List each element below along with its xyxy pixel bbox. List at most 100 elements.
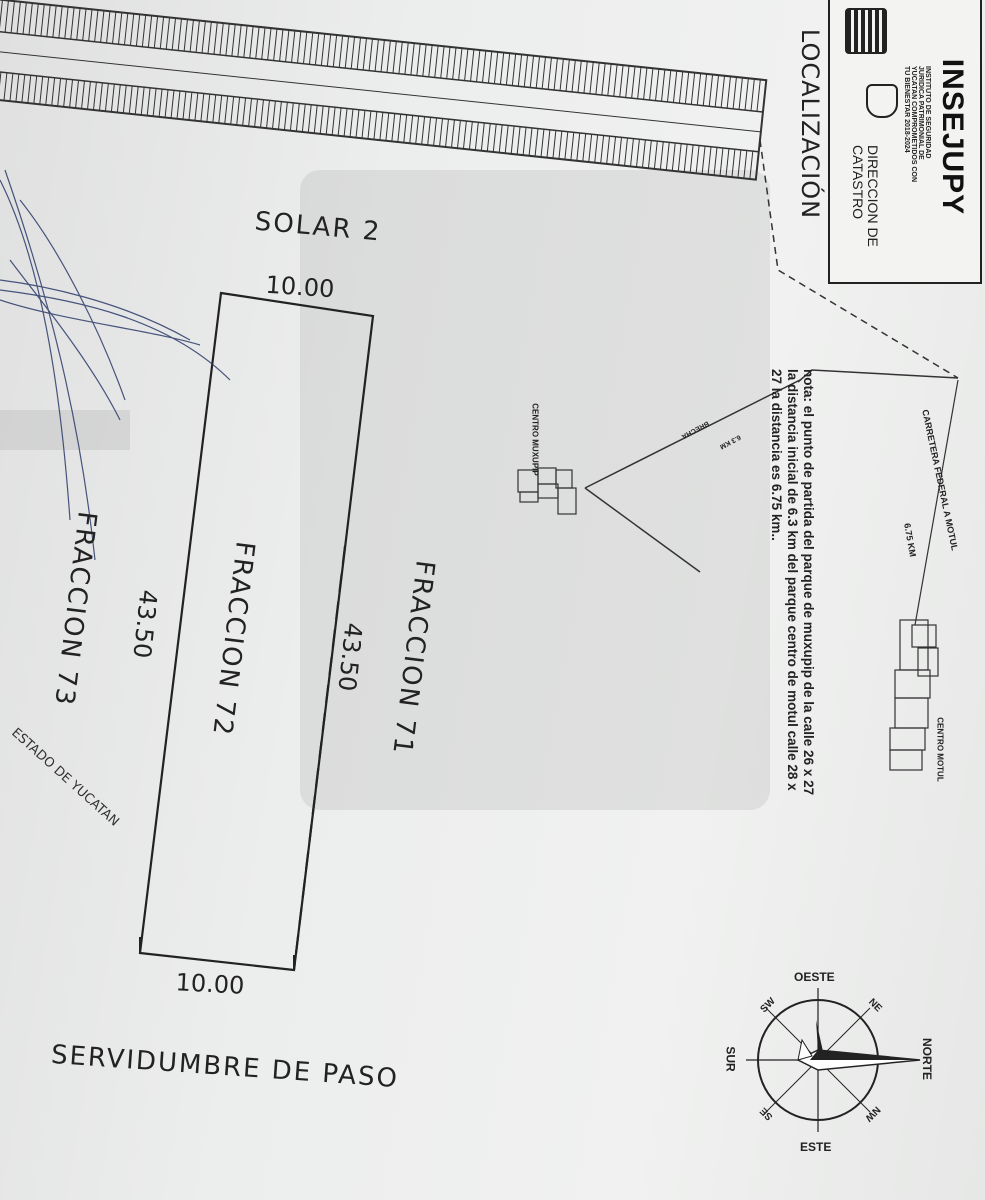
lot-line [486, 123, 491, 152]
lot-line [98, 82, 103, 111]
lot-line [552, 130, 557, 159]
lot-line [152, 88, 157, 117]
compass-east: ESTE [800, 1140, 832, 1154]
lot-line [660, 69, 666, 102]
lot-line [147, 15, 153, 48]
lot-line [0, 72, 2, 101]
lot-line [446, 46, 451, 79]
lot-line [100, 10, 105, 43]
lot-line [743, 150, 748, 179]
carretera-to-motul [914, 379, 959, 626]
lot-line [529, 55, 535, 88]
localizacion-title: LOCALIZACIÓN [796, 28, 824, 220]
lot-line [607, 63, 612, 96]
gov-logo-icon [845, 8, 887, 54]
lot-line [82, 8, 87, 41]
lot-line [677, 143, 682, 172]
lot-line [404, 42, 409, 75]
lot-line [135, 14, 141, 47]
lot-line [225, 23, 230, 56]
lot-line [619, 65, 624, 97]
lot-line [504, 125, 509, 154]
lot-line [76, 7, 81, 40]
lot-line [146, 87, 151, 116]
lot-line [249, 26, 254, 59]
lot-line [630, 138, 634, 167]
lot-line [332, 34, 338, 67]
lot-line [695, 145, 700, 174]
lot-line [380, 39, 385, 72]
lot-line [134, 86, 139, 115]
lot-line [63, 78, 68, 107]
lot-line [295, 103, 300, 132]
lot-line [391, 113, 396, 142]
lot-line [277, 101, 282, 130]
lot-line [671, 142, 676, 171]
lot-line [702, 73, 708, 106]
lot-line [70, 7, 75, 40]
lot-line [505, 53, 511, 86]
lot-line [398, 41, 403, 74]
lot-line [464, 48, 469, 81]
lot-line [756, 79, 761, 112]
compass-rose-icon [746, 988, 921, 1132]
lot-line [28, 2, 33, 35]
lot-line [678, 71, 684, 104]
lot-line [88, 9, 93, 42]
lot-line [283, 102, 288, 131]
motul-road [584, 487, 701, 573]
lot-line [635, 139, 640, 168]
lot-line [189, 19, 194, 52]
lot-line [248, 98, 253, 127]
location-note: nota: el punto de partida del parque de … [769, 369, 816, 796]
lot-line [267, 28, 272, 60]
lot-line [571, 60, 576, 92]
lot-line [367, 110, 372, 139]
lot-line [379, 112, 384, 141]
lot-line [194, 92, 199, 121]
lot-line [289, 102, 294, 131]
lot-line [696, 73, 702, 106]
lot-line [213, 22, 218, 55]
lot-line [421, 116, 426, 145]
lot-line [385, 112, 390, 141]
watermark [0, 170, 770, 810]
lot-line [123, 12, 129, 45]
lot-line [714, 75, 720, 108]
lot-line [481, 50, 487, 83]
lot-line [708, 74, 714, 107]
lot-line [726, 76, 731, 109]
lot-line [683, 144, 688, 173]
lot-line [4, 0, 9, 33]
lot-line [535, 56, 541, 89]
carretera-line [797, 369, 959, 383]
lot-line [462, 120, 467, 149]
lot-line [106, 11, 111, 44]
lot-line [212, 94, 217, 123]
lot-line [361, 110, 366, 139]
lot-line [285, 29, 290, 62]
lot-line [534, 128, 539, 157]
lot-line [291, 30, 296, 63]
lot-line [116, 84, 121, 113]
lot-line [33, 75, 38, 104]
lot-line [171, 18, 177, 50]
lot-line [510, 125, 515, 154]
crest-icon [866, 84, 898, 118]
lot-line [176, 90, 181, 119]
lot-line [325, 106, 330, 135]
lot-line [92, 82, 97, 111]
lot-line [183, 19, 188, 52]
lot-line [451, 119, 455, 148]
lot-line [308, 32, 314, 65]
lot-line [540, 129, 545, 158]
lot-line [273, 28, 278, 61]
lot-line [266, 100, 270, 129]
lot-line [45, 77, 50, 106]
lot-line [158, 88, 163, 117]
lot-line [618, 137, 623, 166]
lot-line [416, 43, 421, 76]
centro-muxupip: CENTRO MUXUPIP [530, 403, 540, 476]
lot-line [649, 68, 654, 101]
